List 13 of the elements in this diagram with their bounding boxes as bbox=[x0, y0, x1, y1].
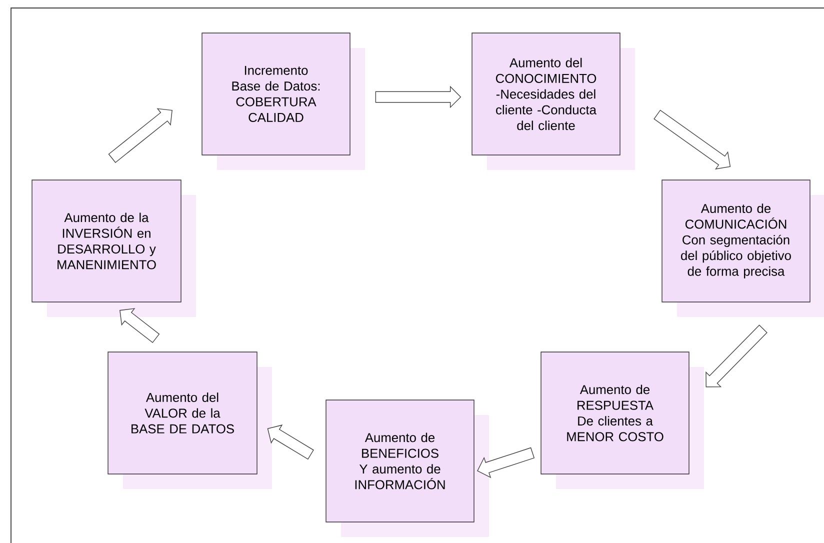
process-box: Aumento del VALOR de la BASE DE DATOS bbox=[108, 352, 272, 489]
process-box: Aumento de BENEFICIOS Y aumento de INFORMACIÓN bbox=[326, 400, 489, 537]
block-arrow bbox=[267, 424, 314, 460]
process-box: Aumento del CONOCIMIENTO -Necesidades del cliente -Conducta del cliente bbox=[472, 32, 635, 170]
process-box: Aumento de RESPUESTA De clientes a MENOR COSTO bbox=[540, 352, 704, 489]
process-box: Incremento Base de Datos: COBERTURA CALIDAD bbox=[202, 32, 365, 170]
process-box: Aumento de COMUNICACIÓN Con segmentación del público objetivo de forma precisa bbox=[662, 180, 824, 317]
block-arrow bbox=[654, 110, 731, 170]
block-arrow bbox=[477, 447, 535, 478]
block-arrow bbox=[120, 308, 160, 344]
block-arrow bbox=[706, 324, 768, 388]
block-arrow bbox=[108, 108, 172, 163]
process-box: Aumento de la INVERSIÓN en DESARROLLO y MANENIMIENTO bbox=[32, 180, 196, 317]
